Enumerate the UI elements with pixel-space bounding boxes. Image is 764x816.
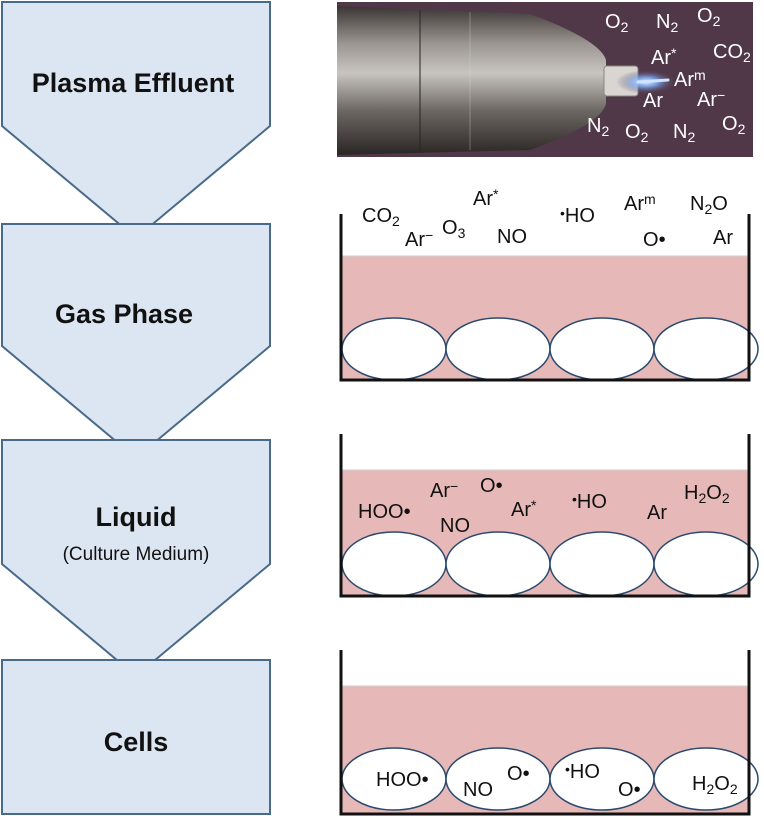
- cell: [549, 317, 655, 381]
- species-label: O•: [507, 763, 530, 785]
- species-label: O2: [625, 121, 649, 145]
- species-label: •HO: [565, 761, 600, 783]
- cell: [653, 317, 759, 381]
- species-label: N2: [673, 121, 695, 145]
- container-wall: [339, 650, 751, 816]
- cell: [445, 531, 551, 597]
- cells-container: HOO• NO O• •HO O• H2O2: [339, 650, 759, 816]
- species-label: CO2: [713, 41, 751, 65]
- species-label: NO: [463, 779, 493, 801]
- stage-cells: Cells: [1, 659, 271, 815]
- species-label: Ar*: [651, 45, 677, 69]
- species-label: •HO: [572, 491, 607, 513]
- species-label: N2: [587, 115, 609, 139]
- species-label: Ar−: [430, 478, 458, 502]
- species-label: Ar*: [473, 186, 499, 210]
- species-label: O•: [480, 475, 503, 497]
- container-wall: [339, 434, 751, 598]
- species-label: •HO: [560, 205, 595, 227]
- species-label: O•: [643, 229, 666, 251]
- species-label: O2: [605, 11, 629, 35]
- species-label: Ar: [713, 227, 733, 249]
- arrow-shape: [1, 223, 271, 460]
- stage-title: Liquid: [96, 502, 177, 532]
- cell: [341, 531, 447, 597]
- species-label: H2O2: [692, 773, 738, 797]
- species-label: HOO•: [376, 769, 429, 791]
- species-label: H2O2: [684, 482, 730, 506]
- stage-plasma-effluent: Plasma Effluent: [1, 1, 271, 240]
- stage-liquid: Liquid (Culture Medium): [1, 439, 271, 678]
- cell: [653, 531, 759, 597]
- species-label: O2: [722, 113, 746, 137]
- species-label: Ar: [647, 502, 667, 524]
- species-label: NO: [440, 515, 470, 537]
- cell: [445, 317, 551, 381]
- species-label: Ar−: [405, 227, 433, 251]
- species-label: O3: [442, 217, 466, 241]
- species-label: Arm: [624, 191, 656, 215]
- species-label: N2O: [690, 193, 728, 217]
- species-label: HOO•: [358, 501, 411, 523]
- species-label: N2: [656, 11, 678, 35]
- species-label: NO: [497, 226, 527, 248]
- liquid-container: HOO• Ar− NO O• Ar* •HO Ar H2O2: [339, 434, 759, 598]
- cell: [445, 747, 551, 811]
- stage-gas-phase: Gas Phase: [1, 223, 271, 460]
- species-label: Ar: [643, 90, 663, 112]
- cell: [549, 531, 655, 597]
- cell: [653, 747, 759, 811]
- species-label: Ar*: [511, 497, 537, 521]
- stage-title: Cells: [104, 727, 169, 757]
- arrow-shape: [1, 1, 271, 240]
- species-label: CO2: [362, 205, 400, 229]
- species-label: Ar−: [697, 87, 725, 111]
- stage-subtitle: (Culture Medium): [63, 544, 210, 565]
- species-label: Arm: [674, 67, 706, 91]
- stage-title: Plasma Effluent: [32, 68, 235, 98]
- container-wall: [339, 214, 751, 382]
- cell: [341, 317, 447, 381]
- species-label: O•: [618, 779, 641, 801]
- species-label: O2: [697, 5, 721, 29]
- arrow-shape: [1, 439, 271, 678]
- stage-title: Gas Phase: [55, 299, 193, 329]
- jet-nozzle: [337, 6, 606, 155]
- box-shape: [1, 659, 271, 815]
